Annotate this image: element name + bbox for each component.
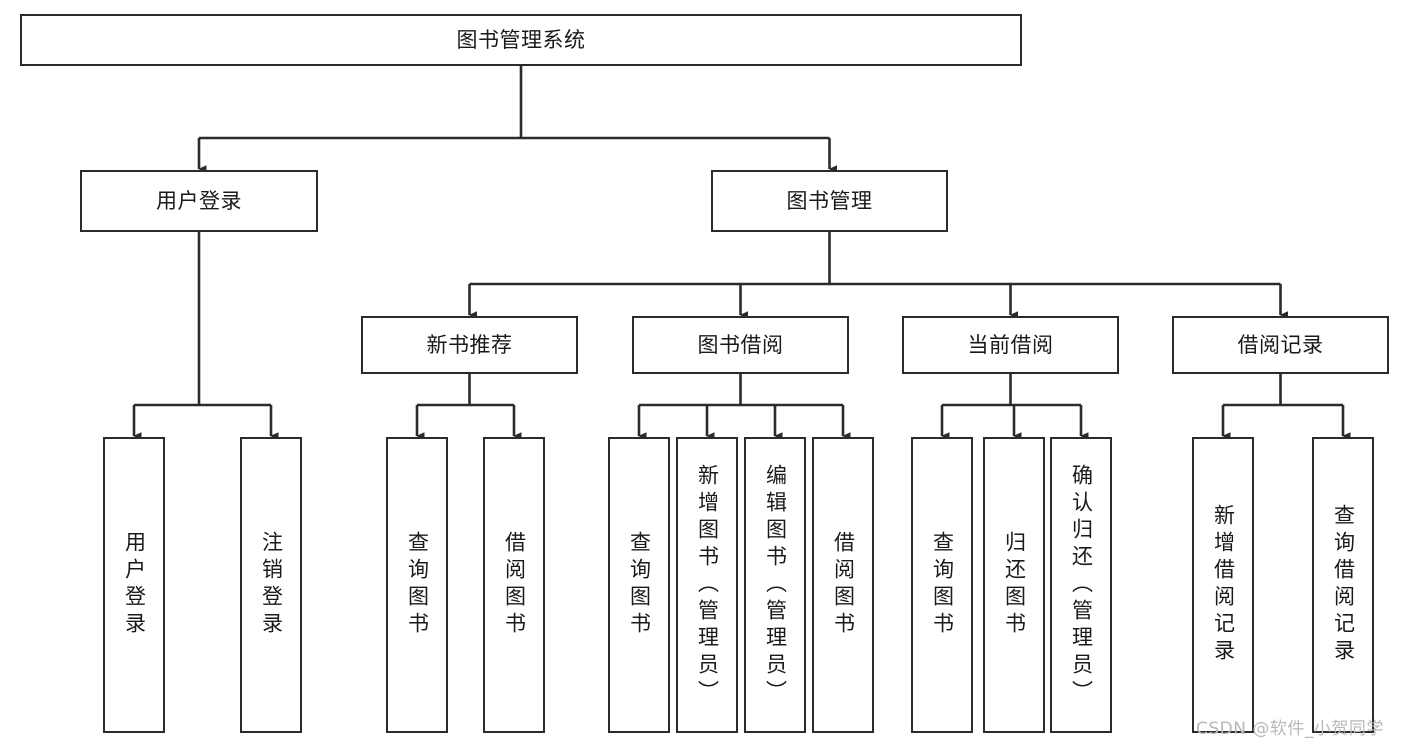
leaf-borrow-book-borrowing-label: 借阅图书 xyxy=(831,531,856,639)
leaf-return-book-label: 归还图书 xyxy=(1002,531,1027,639)
leaf-user-login[interactable]: 用户登录 xyxy=(103,437,165,733)
node-new-book-recommendation-label: 新书推荐 xyxy=(426,332,513,357)
leaf-logout[interactable]: 注销登录 xyxy=(240,437,302,733)
node-borrowing-records[interactable]: 借阅记录 xyxy=(1172,316,1389,374)
node-user-login-label: 用户登录 xyxy=(156,188,242,213)
leaf-confirm-return-label: 确认归还（管理员） xyxy=(1069,463,1094,707)
leaf-query-book-recommendation-label: 查询图书 xyxy=(405,531,430,639)
leaf-query-borrowing-record-label: 查询借阅记录 xyxy=(1331,504,1356,666)
leaf-add-book[interactable]: 新增图书（管理员） xyxy=(676,437,738,733)
leaf-user-login-label: 用户登录 xyxy=(122,531,147,639)
node-borrowing-records-label: 借阅记录 xyxy=(1237,332,1324,357)
node-new-book-recommendation[interactable]: 新书推荐 xyxy=(361,316,578,374)
leaf-query-book-borrowing[interactable]: 查询图书 xyxy=(608,437,670,733)
leaf-borrow-book-borrowing[interactable]: 借阅图书 xyxy=(812,437,874,733)
node-current-borrowing-label: 当前借阅 xyxy=(967,332,1054,357)
node-book-borrowing[interactable]: 图书借阅 xyxy=(632,316,849,374)
leaf-add-book-label: 新增图书（管理员） xyxy=(695,463,720,707)
leaf-confirm-return[interactable]: 确认归还（管理员） xyxy=(1050,437,1112,733)
leaf-add-borrowing-record[interactable]: 新增借阅记录 xyxy=(1192,437,1254,733)
leaf-add-borrowing-record-label: 新增借阅记录 xyxy=(1211,504,1236,666)
leaf-borrow-book-recommendation-label: 借阅图书 xyxy=(502,531,527,639)
node-book-management-label: 图书管理 xyxy=(786,188,873,213)
node-book-management[interactable]: 图书管理 xyxy=(711,170,948,232)
node-user-login[interactable]: 用户登录 xyxy=(80,170,318,232)
leaf-edit-book-label: 编辑图书（管理员） xyxy=(763,463,788,707)
leaf-query-book-current-label: 查询图书 xyxy=(930,531,955,639)
csdn-watermark: CSDN @软件_小贺同学 xyxy=(1196,719,1384,739)
leaf-borrow-book-recommendation[interactable]: 借阅图书 xyxy=(483,437,545,733)
node-root-label: 图书管理系统 xyxy=(456,27,586,52)
leaf-edit-book[interactable]: 编辑图书（管理员） xyxy=(744,437,806,733)
leaf-query-book-recommendation[interactable]: 查询图书 xyxy=(386,437,448,733)
leaf-query-book-borrowing-label: 查询图书 xyxy=(627,531,652,639)
leaf-logout-label: 注销登录 xyxy=(259,531,284,639)
leaf-query-book-current[interactable]: 查询图书 xyxy=(911,437,973,733)
node-root[interactable]: 图书管理系统 xyxy=(20,14,1022,66)
leaf-query-borrowing-record[interactable]: 查询借阅记录 xyxy=(1312,437,1374,733)
node-current-borrowing[interactable]: 当前借阅 xyxy=(902,316,1119,374)
leaf-return-book[interactable]: 归还图书 xyxy=(983,437,1045,733)
node-book-borrowing-label: 图书借阅 xyxy=(697,332,784,357)
